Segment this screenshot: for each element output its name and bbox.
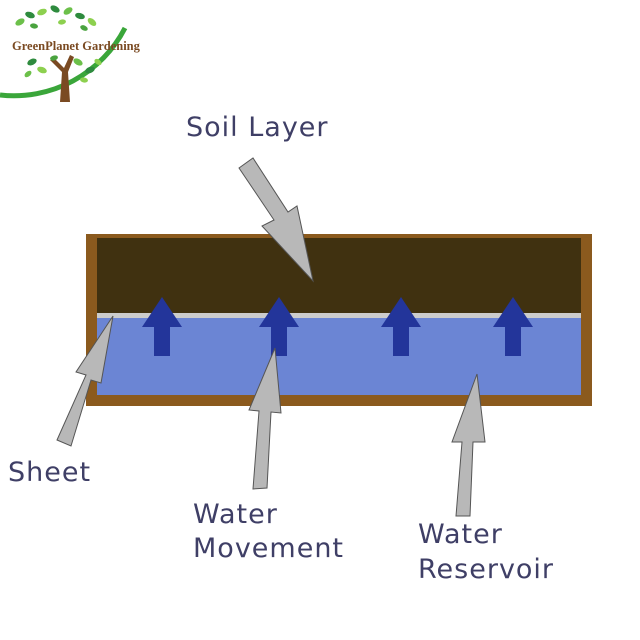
water-up-arrow (142, 297, 182, 356)
water-movement-pointer (248, 347, 282, 490)
water-reservoir (97, 318, 581, 395)
brand-logo: GreenPlanet Gardening (0, 5, 141, 102)
water-reservoir-label-line1: Water (418, 519, 503, 550)
brand-name: GreenPlanet Gardening (12, 39, 141, 53)
soil-layer-pointer (238, 157, 314, 283)
water-up-arrow (259, 297, 299, 356)
soil-layer (97, 238, 581, 316)
soil-layer-label: Soil Layer (186, 112, 329, 143)
sheet-label: Sheet (8, 457, 91, 488)
upward-arrows (142, 297, 533, 356)
water-up-arrow (381, 297, 421, 356)
water-movement-label-line2: Movement (193, 533, 344, 564)
water-reservoir-label-line2: Reservoir (418, 554, 554, 585)
water-up-arrow (493, 297, 533, 356)
water-reservoir-pointer (451, 373, 486, 517)
tree-logo-icon (15, 5, 102, 102)
pointer-arrows (56, 157, 486, 517)
sheet-pointer (56, 315, 114, 447)
water-movement-label-line1: Water (193, 499, 278, 530)
logo-arc (0, 26, 128, 99)
sheet-layer (97, 313, 581, 318)
